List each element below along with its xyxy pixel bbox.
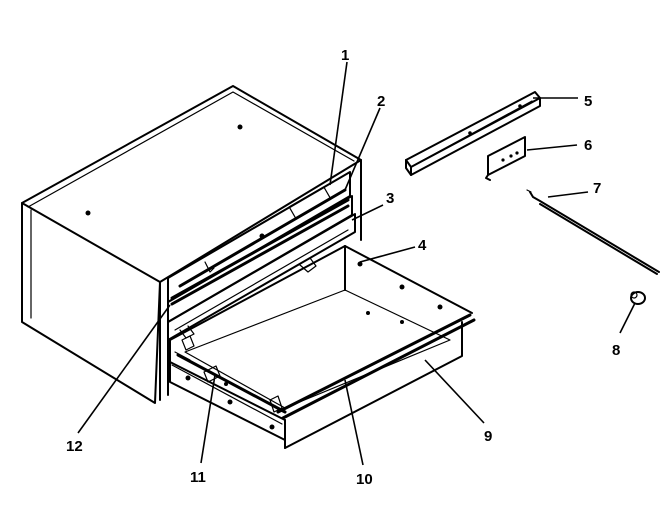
callout-2: 2 — [377, 93, 385, 110]
callout-12: 12 — [66, 438, 83, 455]
callout-1: 1 — [341, 47, 349, 64]
part-8-screw — [630, 291, 646, 305]
part-7-rod — [526, 189, 660, 275]
leader-lines — [77, 61, 636, 466]
cabinet-body — [21, 85, 362, 404]
callout-4: 4 — [418, 237, 427, 254]
callout-11: 11 — [190, 469, 206, 486]
callout-5: 5 — [584, 93, 592, 110]
part-5-drawer-slide — [405, 91, 541, 176]
callout-labels: 1 2 3 4 5 6 7 8 9 10 11 12 — [66, 47, 620, 488]
callout-10: 10 — [356, 471, 373, 488]
callout-3: 3 — [386, 190, 394, 207]
callout-9: 9 — [484, 428, 492, 445]
callout-8: 8 — [612, 342, 620, 359]
callout-7: 7 — [593, 180, 601, 197]
open-drawer — [169, 245, 476, 449]
callout-6: 6 — [584, 137, 592, 154]
part-6-bracket — [485, 136, 526, 181]
